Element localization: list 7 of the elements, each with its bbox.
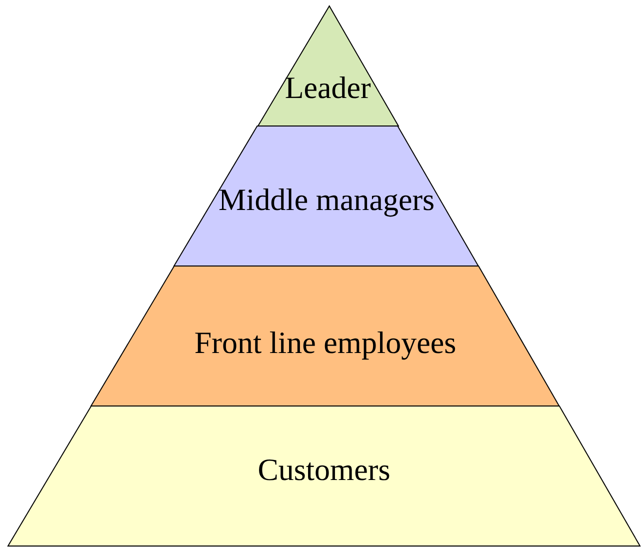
pyramid-tier (91, 266, 560, 406)
tier-label: Customers (256, 453, 392, 487)
tier-label: Leader (284, 71, 372, 105)
tier-label: Middle managers (218, 183, 436, 217)
pyramid-tier (174, 126, 479, 266)
base-tier (8, 406, 640, 546)
tier-label: Front line employees (193, 326, 458, 360)
